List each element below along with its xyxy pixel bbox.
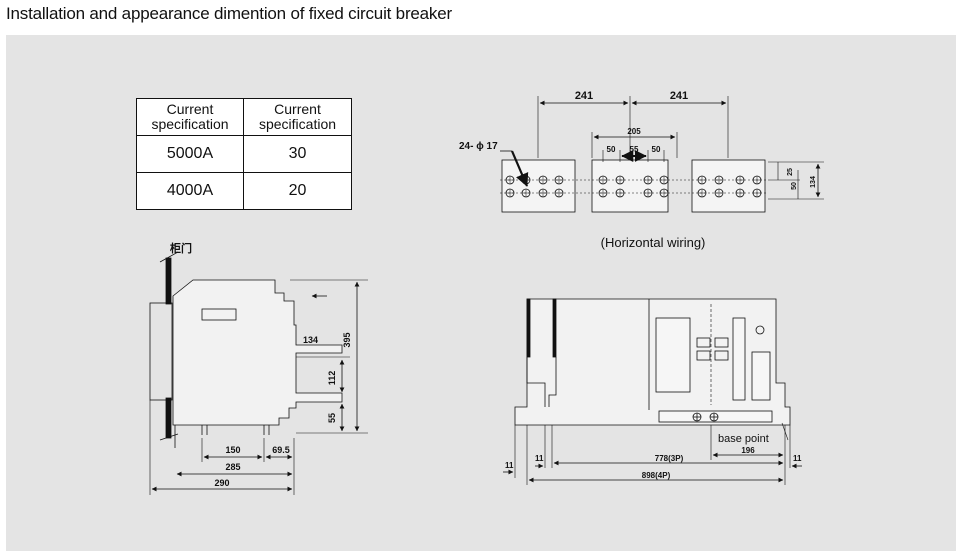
spec-table: Current specification Current specificat… — [136, 98, 352, 210]
dim-112: 112 — [327, 371, 337, 386]
dim-241-right: 241 — [670, 90, 688, 102]
terminal-block-right — [691, 159, 766, 213]
wiring-caption: (Horizontal wiring) — [601, 235, 706, 250]
table-row: 4000A 20 — [136, 172, 352, 210]
side-view-labels: 柜门 134 395 112 55 150 69.5 285 290 — [169, 241, 352, 488]
table-row: 5000A 30 — [136, 135, 352, 173]
dim-50-b: 50 — [652, 145, 661, 154]
table-cell: 5000A — [136, 135, 244, 173]
dim-69-5: 69.5 — [272, 445, 290, 455]
table-cell: 20 — [243, 172, 352, 210]
dim-150: 150 — [225, 445, 240, 455]
dim-134-top: 134 — [810, 176, 817, 188]
front-view — [503, 298, 802, 485]
side-view — [149, 251, 368, 495]
door-upper — [165, 257, 172, 305]
dim-285: 285 — [225, 462, 240, 472]
dim-205: 205 — [627, 127, 641, 136]
terminal-block-left — [501, 159, 576, 213]
table-header-cell: Current specification — [136, 98, 244, 136]
hole-callout: 24- ϕ 17 — [459, 141, 498, 152]
dim-778-3p: 778(3P) — [655, 454, 684, 463]
table-header-cell: Current specification — [243, 98, 352, 136]
table-header-row: Current specification Current specificat… — [136, 98, 352, 136]
top-view-labels: 241 241 205 50 55 50 24- ϕ 17 25 50 134 … — [459, 90, 817, 250]
terminal-block-middle — [591, 159, 669, 213]
door-label: 柜门 — [169, 241, 192, 255]
dim-196: 196 — [741, 446, 755, 455]
dim-50-vertical: 50 — [791, 182, 798, 190]
base-point-label: base point — [718, 433, 769, 445]
top-view — [500, 96, 824, 213]
dim-50-a: 50 — [607, 145, 616, 154]
dim-241-left: 241 — [575, 90, 593, 102]
door-lower — [165, 397, 172, 439]
dim-395: 395 — [342, 332, 352, 347]
table-cell: 30 — [243, 135, 352, 173]
dim-55: 55 — [630, 145, 639, 154]
table-cell: 4000A — [136, 172, 244, 210]
dim-11-right: 11 — [793, 454, 802, 463]
dim-134-side: 134 — [303, 335, 318, 345]
dim-290: 290 — [214, 478, 229, 488]
page-title: Installation and appearance dimention of… — [6, 4, 452, 23]
dim-898-4p: 898(4P) — [642, 471, 671, 480]
dim-11-left: 11 — [505, 461, 514, 470]
front-view-labels: base point 196 778(3P) 898(4P) 11 11 11 — [505, 433, 802, 480]
dim-25: 25 — [787, 168, 794, 176]
dim-55-side: 55 — [327, 413, 337, 423]
dim-11-middle: 11 — [535, 454, 544, 463]
